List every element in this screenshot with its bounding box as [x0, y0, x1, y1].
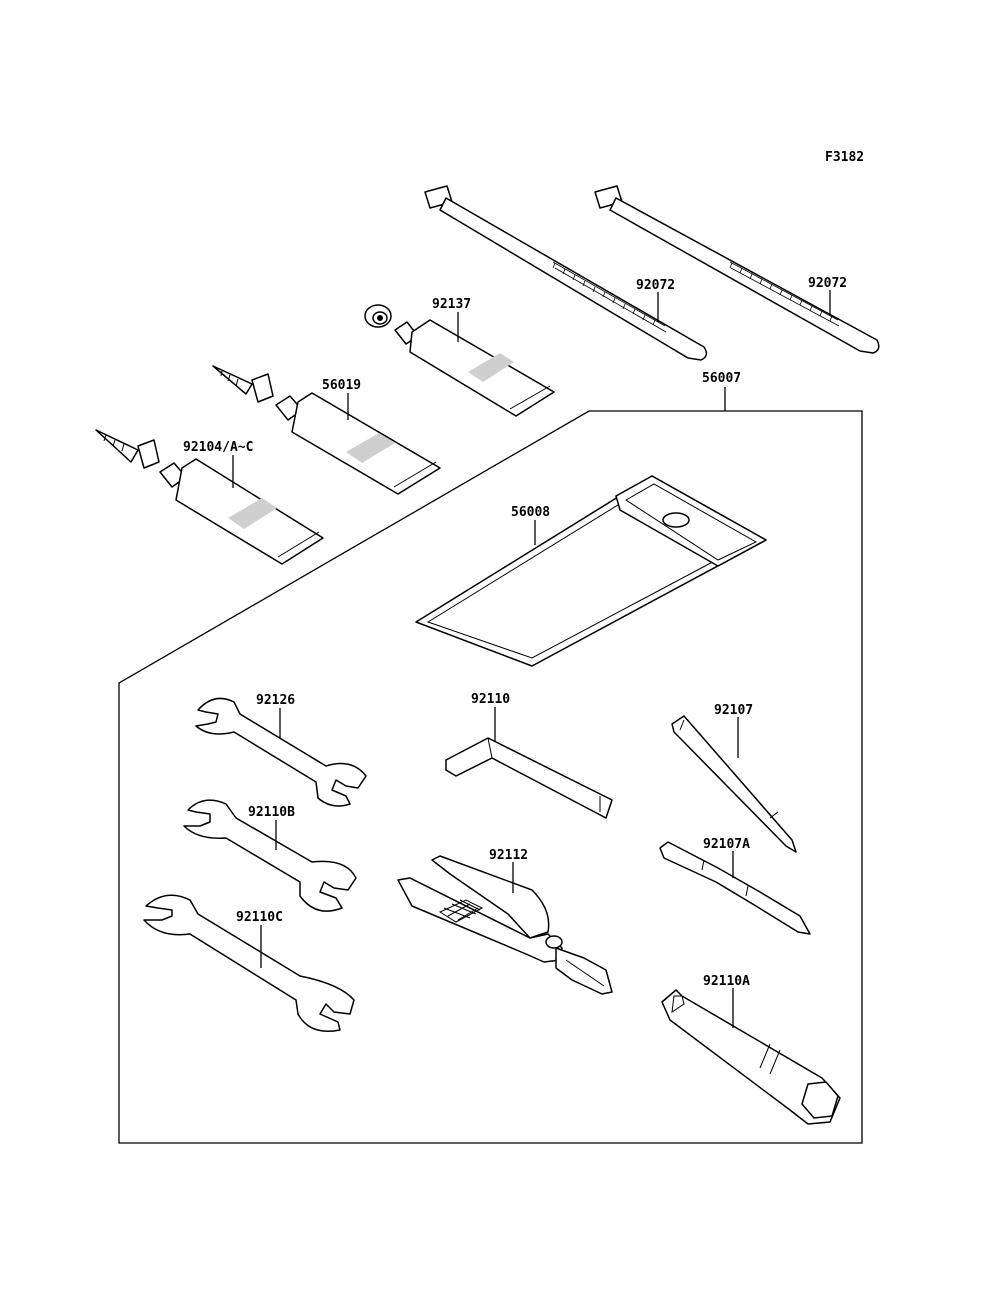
label-toolkit: 56007 — [702, 371, 741, 386]
label-hex-key: 92110 — [471, 692, 510, 707]
tube-92137 — [364, 304, 555, 417]
pliers — [397, 855, 613, 995]
label-plug-wrench: 92110A — [703, 974, 750, 989]
figure-code: F3182 — [825, 150, 864, 165]
label-screwdriver-bit: 92107A — [703, 837, 750, 852]
wrench-92126 — [195, 697, 367, 807]
cable-tie-left — [424, 185, 708, 361]
label-tube-92104: 92104/A~C — [183, 440, 253, 455]
tube-92104 — [95, 429, 324, 565]
hex-key — [445, 737, 613, 819]
screwdriver-bit — [659, 841, 811, 935]
label-wrench-92126: 92126 — [256, 693, 295, 708]
wrench-92110c — [143, 894, 355, 1032]
label-tie-right: 92072 — [808, 276, 847, 291]
label-wrench-92110c: 92110C — [236, 910, 283, 925]
cable-tie-right — [594, 185, 880, 354]
label-pouch: 56008 — [511, 505, 550, 520]
tube-56019 — [212, 365, 441, 495]
label-screwdriver-handle: 92107 — [714, 703, 753, 718]
label-tube-92137: 92137 — [432, 297, 471, 312]
screwdriver-handle — [671, 715, 797, 853]
label-pliers: 92112 — [489, 848, 528, 863]
label-wrench-92110b: 92110B — [248, 805, 295, 820]
tool-pouch — [415, 475, 767, 667]
toolkit-outline — [118, 410, 863, 1144]
plug-wrench — [661, 989, 841, 1125]
wrench-92110b — [183, 799, 357, 912]
label-tie-left: 92072 — [636, 278, 675, 293]
label-tube-56019: 56019 — [322, 378, 361, 393]
